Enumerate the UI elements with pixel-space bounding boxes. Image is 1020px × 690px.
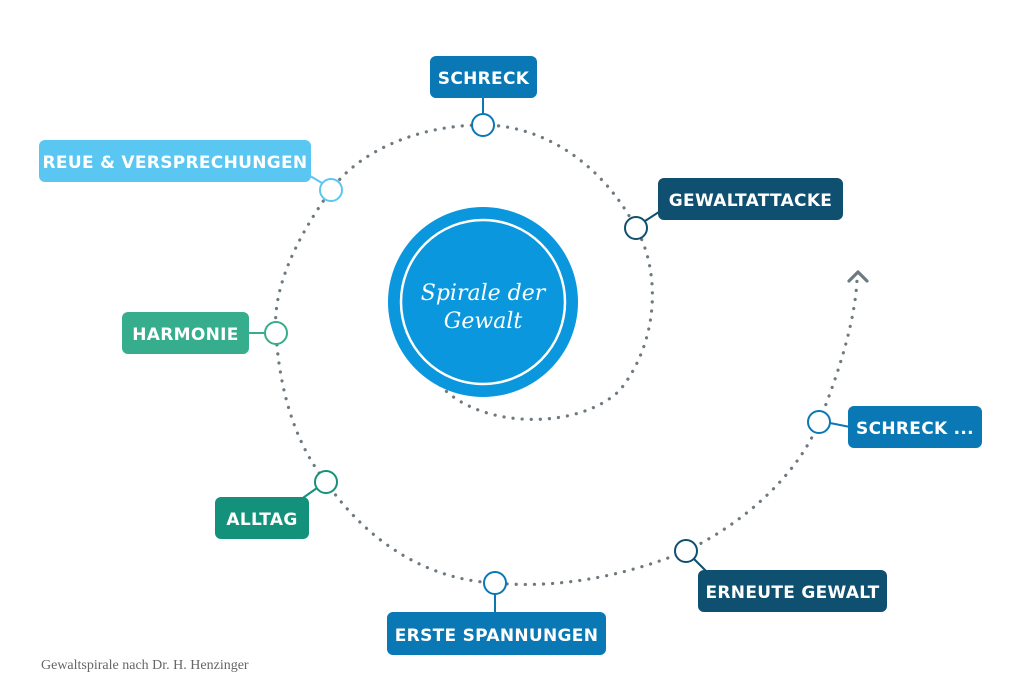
stage-alltag: ALLTAG <box>215 470 338 539</box>
stage-erste-spannungen: ERSTE SPANNUNGEN <box>387 571 606 655</box>
stage-label-erste-spannungen: ERSTE SPANNUNGEN <box>395 626 598 646</box>
stage-label-gewaltattacke: GEWALTATTACKE <box>669 191 832 211</box>
stage-label-harmonie: HARMONIE <box>132 325 238 345</box>
spiral-path <box>273 123 859 587</box>
center-title-line2: Gewalt <box>444 309 523 334</box>
stage-label-schreck: SCHRECK <box>438 69 530 89</box>
stage-schreck: SCHRECK <box>430 56 537 137</box>
stage-erneute-gewalt: ERNEUTE GEWALT <box>674 539 887 612</box>
stage-schreck-repeat: SCHRECK ... <box>807 406 982 448</box>
figure-caption: Gewaltspirale nach Dr. H. Henzinger <box>41 658 249 673</box>
stage-label-schreck-repeat: SCHRECK ... <box>856 419 974 439</box>
stage-label-reue: REUE & VERSPRECHUNGEN <box>43 153 308 173</box>
stage-label-alltag: ALLTAG <box>226 510 297 530</box>
chevron-up-icon <box>847 270 869 283</box>
center-circle: Spirale der Gewalt <box>388 207 578 397</box>
center-title-line1: Spirale der <box>421 281 547 306</box>
stage-label-erneute-gewalt: ERNEUTE GEWALT <box>705 583 879 603</box>
stage-gewaltattacke: GEWALTATTACKE <box>624 178 843 240</box>
stage-harmonie: HARMONIE <box>122 312 288 354</box>
stage-reue-versprechungen: REUE & VERSPRECHUNGEN <box>39 140 343 202</box>
